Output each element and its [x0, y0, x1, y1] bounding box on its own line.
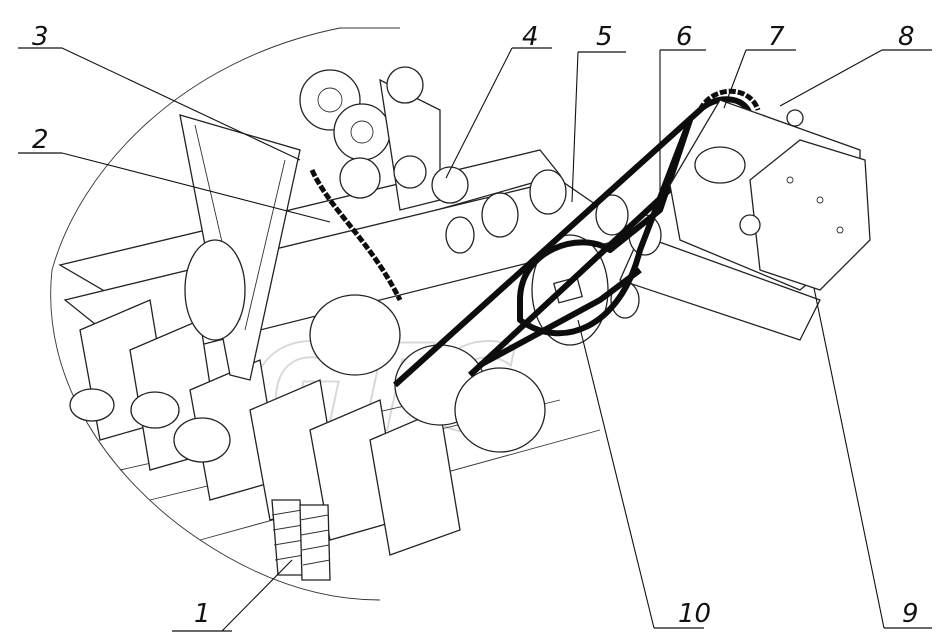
callout-label-10: 10 [678, 599, 711, 629]
callout-label-8: 8 [898, 22, 915, 52]
callout-8: 8 [779, 22, 932, 107]
gearbox-housing [669, 99, 871, 291]
callout-label-1: 1 [194, 599, 211, 629]
callout-6: 6 [659, 22, 706, 212]
cutting-units [69, 299, 461, 581]
callout-7: 7 [723, 22, 796, 109]
callout-label-6: 6 [676, 22, 693, 52]
support-bracket [179, 114, 301, 381]
callout-label-3: 3 [32, 22, 49, 52]
callout-label-5: 5 [596, 22, 613, 52]
gear-drive [299, 66, 469, 302]
callout-label-2: 2 [32, 125, 49, 155]
callout-9: 9 [813, 287, 932, 629]
callout-10: 10 [577, 319, 711, 629]
callout-3: 3 [18, 22, 301, 161]
callout-label-4: 4 [522, 22, 539, 52]
callout-4: 4 [445, 22, 552, 179]
callout-label-7: 7 [768, 22, 785, 52]
callout-label-9: 9 [902, 599, 919, 629]
callout-5: 5 [571, 22, 626, 203]
view-boundary [50, 27, 400, 601]
callout-1: 1 [172, 559, 293, 632]
callout-2: 2 [18, 125, 331, 223]
